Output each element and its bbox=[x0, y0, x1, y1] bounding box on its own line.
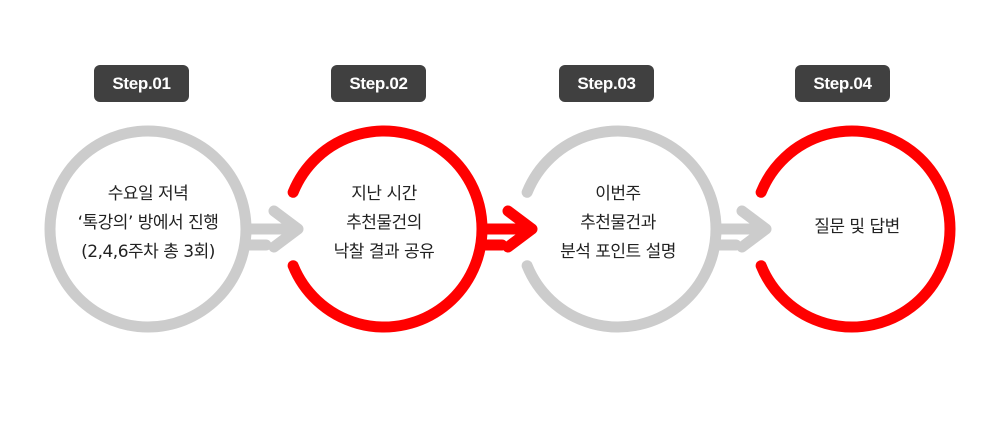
step-3-line-1: 이번주 bbox=[595, 184, 641, 204]
step-1-text: 수요일 저녁 ‘톡강의’ 방에서 진행 (2,4,6주차 총 3회) bbox=[53, 180, 243, 267]
step-badge-1: Step.01 bbox=[94, 65, 189, 102]
arrow-right-icon bbox=[240, 205, 304, 253]
step-2-text: 지난 시간 추천물건의 낙찰 결과 공유 bbox=[289, 180, 479, 267]
step-2-line-2: 추천물건의 bbox=[346, 213, 422, 233]
step-badge-2: Step.02 bbox=[331, 65, 426, 102]
step-2-line-1: 지난 시간 bbox=[351, 184, 417, 204]
arrow-right-icon bbox=[476, 205, 538, 253]
step-badge-3: Step.03 bbox=[559, 65, 654, 102]
step-1-line-2: ‘톡강의’ 방에서 진행 bbox=[77, 213, 219, 233]
step-1-line-3: (2,4,6주차 총 3회) bbox=[81, 242, 215, 262]
step-4-line-1: 질문 및 답변 bbox=[814, 217, 900, 237]
step-3-line-2: 추천물건과 bbox=[580, 213, 656, 233]
step-badge-4: Step.04 bbox=[795, 65, 890, 102]
step-1-line-1: 수요일 저녁 bbox=[107, 184, 189, 204]
arrow-right-icon bbox=[710, 205, 772, 253]
step-2-line-3: 낙찰 결과 공유 bbox=[333, 242, 435, 262]
step-3-line-3: 분석 포인트 설명 bbox=[560, 242, 676, 262]
step-4-text: 질문 및 답변 bbox=[762, 213, 952, 242]
step-3-text: 이번주 추천물건과 분석 포인트 설명 bbox=[523, 180, 713, 267]
step-circle-4 bbox=[755, 125, 956, 333]
